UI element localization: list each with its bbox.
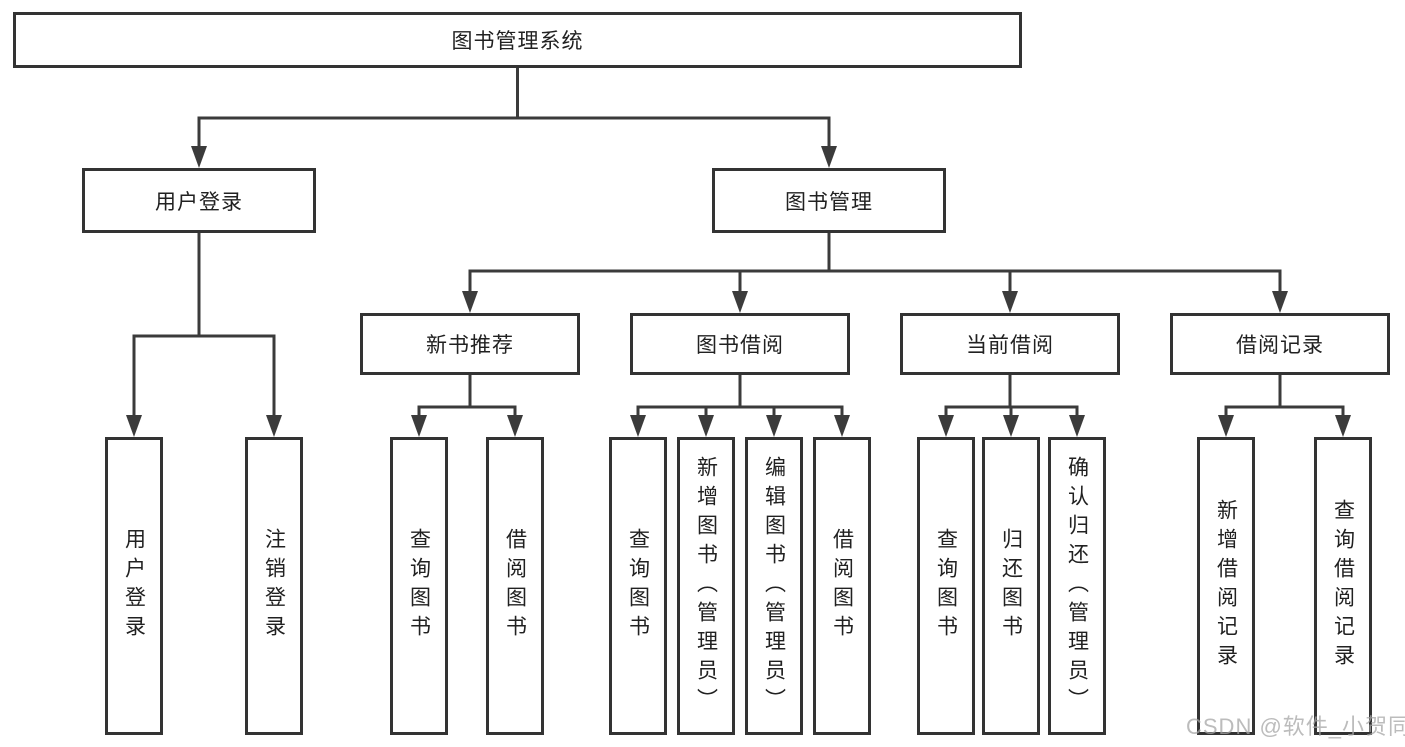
leaf-borrow-books-recommend-label: 借阅图书 — [503, 528, 527, 644]
leaf-return-book-label: 归还图书 — [999, 528, 1023, 644]
leaf-query-books-recommend-label: 查询图书 — [407, 528, 431, 644]
leaf-add-borrow-record: 新增借阅记录 — [1197, 437, 1255, 735]
node-borrow-records-label: 借阅记录 — [1236, 334, 1324, 357]
leaf-edit-book-admin: 编辑图书（管理员） — [745, 437, 803, 735]
node-new-book-recommend: 新书推荐 — [360, 313, 580, 375]
node-current-borrow: 当前借阅 — [900, 313, 1120, 375]
connector-new-book-recommend-to-leaves — [411, 375, 523, 437]
node-root-label: 图书管理系统 — [451, 30, 584, 53]
leaf-return-book: 归还图书 — [982, 437, 1040, 735]
leaf-borrow-books: 借阅图书 — [813, 437, 871, 735]
leaf-logout: 注销登录 — [245, 437, 303, 735]
leaf-logout-label: 注销登录 — [262, 528, 286, 644]
leaf-edit-book-admin-label: 编辑图书（管理员） — [762, 455, 786, 717]
leaf-query-borrow-record-label: 查询借阅记录 — [1331, 499, 1355, 673]
leaf-add-borrow-record-label: 新增借阅记录 — [1214, 499, 1238, 673]
leaf-query-books-recommend: 查询图书 — [390, 437, 448, 735]
leaf-query-books-current-label: 查询图书 — [934, 528, 958, 644]
connector-borrow-records-to-leaves — [1218, 375, 1351, 437]
leaf-query-books-borrow: 查询图书 — [609, 437, 667, 735]
node-user-login: 用户登录 — [82, 168, 316, 233]
leaf-add-book-admin: 新增图书（管理员） — [677, 437, 735, 735]
node-current-borrow-label: 当前借阅 — [966, 334, 1054, 357]
leaf-query-borrow-record: 查询借阅记录 — [1314, 437, 1372, 735]
leaf-add-book-admin-label: 新增图书（管理员） — [694, 455, 718, 717]
leaf-confirm-return-admin-label: 确认归还（管理员） — [1065, 455, 1089, 717]
node-borrow-records: 借阅记录 — [1170, 313, 1390, 375]
node-user-login-label: 用户登录 — [155, 190, 243, 214]
connector-user-login-to-leaves — [126, 233, 282, 437]
node-book-borrow-label: 图书借阅 — [696, 334, 784, 357]
node-new-book-recommend-label: 新书推荐 — [426, 334, 514, 357]
leaf-confirm-return-admin: 确认归还（管理员） — [1048, 437, 1106, 735]
node-root: 图书管理系统 — [13, 12, 1022, 68]
connector-current-borrow-to-leaves — [938, 375, 1085, 437]
node-book-management-label: 图书管理 — [785, 190, 873, 214]
connector-book-management-to-groups — [462, 233, 1288, 313]
watermark: CSDN @软件_小贺同学 — [1186, 714, 1405, 739]
leaf-borrow-books-label: 借阅图书 — [830, 528, 854, 644]
leaf-query-books-current: 查询图书 — [917, 437, 975, 735]
connector-book-borrow-to-leaves — [630, 375, 850, 437]
leaf-user-login: 用户登录 — [105, 437, 163, 735]
leaf-user-login-label: 用户登录 — [122, 528, 146, 644]
node-book-borrow: 图书借阅 — [630, 313, 850, 375]
leaf-query-books-borrow-label: 查询图书 — [626, 528, 650, 644]
connector-root-to-level2 — [191, 68, 837, 168]
node-book-management: 图书管理 — [712, 168, 946, 233]
leaf-borrow-books-recommend: 借阅图书 — [486, 437, 544, 735]
